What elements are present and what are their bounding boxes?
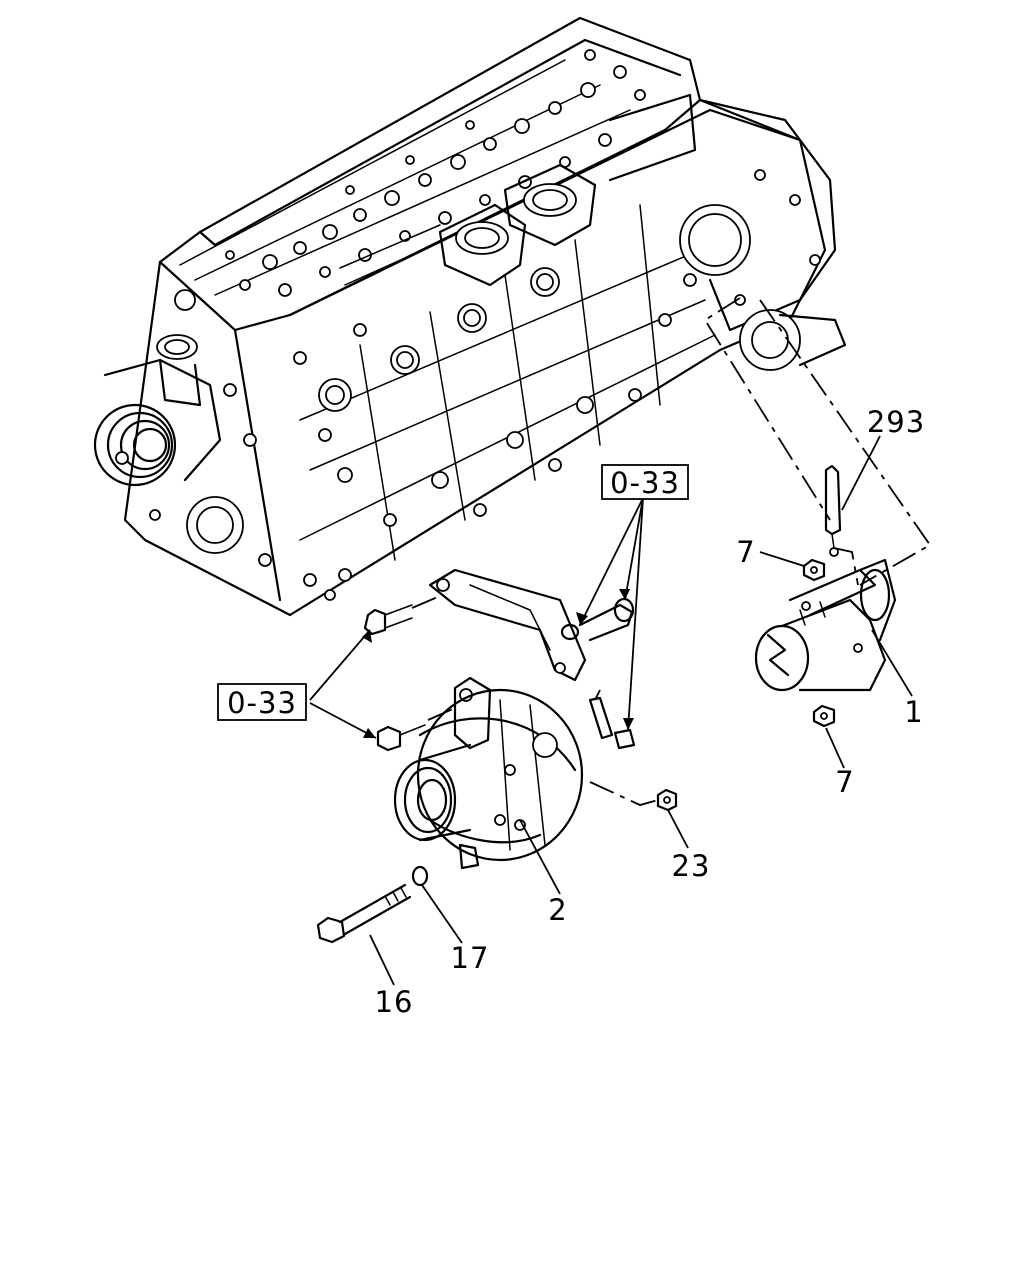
reference-box-lower [217, 683, 307, 721]
reference-label-upper[interactable]: 0-33 [610, 466, 680, 500]
callout-1[interactable]: 1 [904, 695, 923, 729]
alternator-bracket [428, 568, 587, 682]
starter-nut-bottom [812, 704, 836, 728]
alternator-nut [656, 788, 678, 812]
starter-motor [754, 558, 897, 692]
leader-lines [309, 435, 913, 986]
alternator-bolt-0-33 [376, 724, 426, 752]
callout-7-bottom[interactable]: 7 [835, 765, 854, 799]
callout-7-top[interactable]: 7 [736, 535, 755, 569]
starter-cable [824, 464, 842, 557]
alternator [393, 676, 584, 870]
callout-16[interactable]: 16 [375, 985, 414, 1019]
callout-23[interactable]: 23 [672, 849, 711, 883]
bracket-bolt-right [560, 597, 635, 642]
assembly-center-lines [411, 297, 932, 806]
engine-block [93, 16, 847, 617]
callout-293[interactable]: 293 [867, 405, 925, 439]
reference-label-lower[interactable]: 0-33 [227, 686, 297, 720]
bracket-bolt-left [363, 604, 413, 636]
callout-2[interactable]: 2 [548, 893, 567, 927]
starter-nut-top [802, 558, 826, 582]
long-bolt [316, 883, 412, 944]
reference-box-upper [601, 464, 689, 500]
washer [411, 865, 429, 887]
leader-arrowheads [362, 589, 634, 738]
callout-17[interactable]: 17 [451, 941, 490, 975]
